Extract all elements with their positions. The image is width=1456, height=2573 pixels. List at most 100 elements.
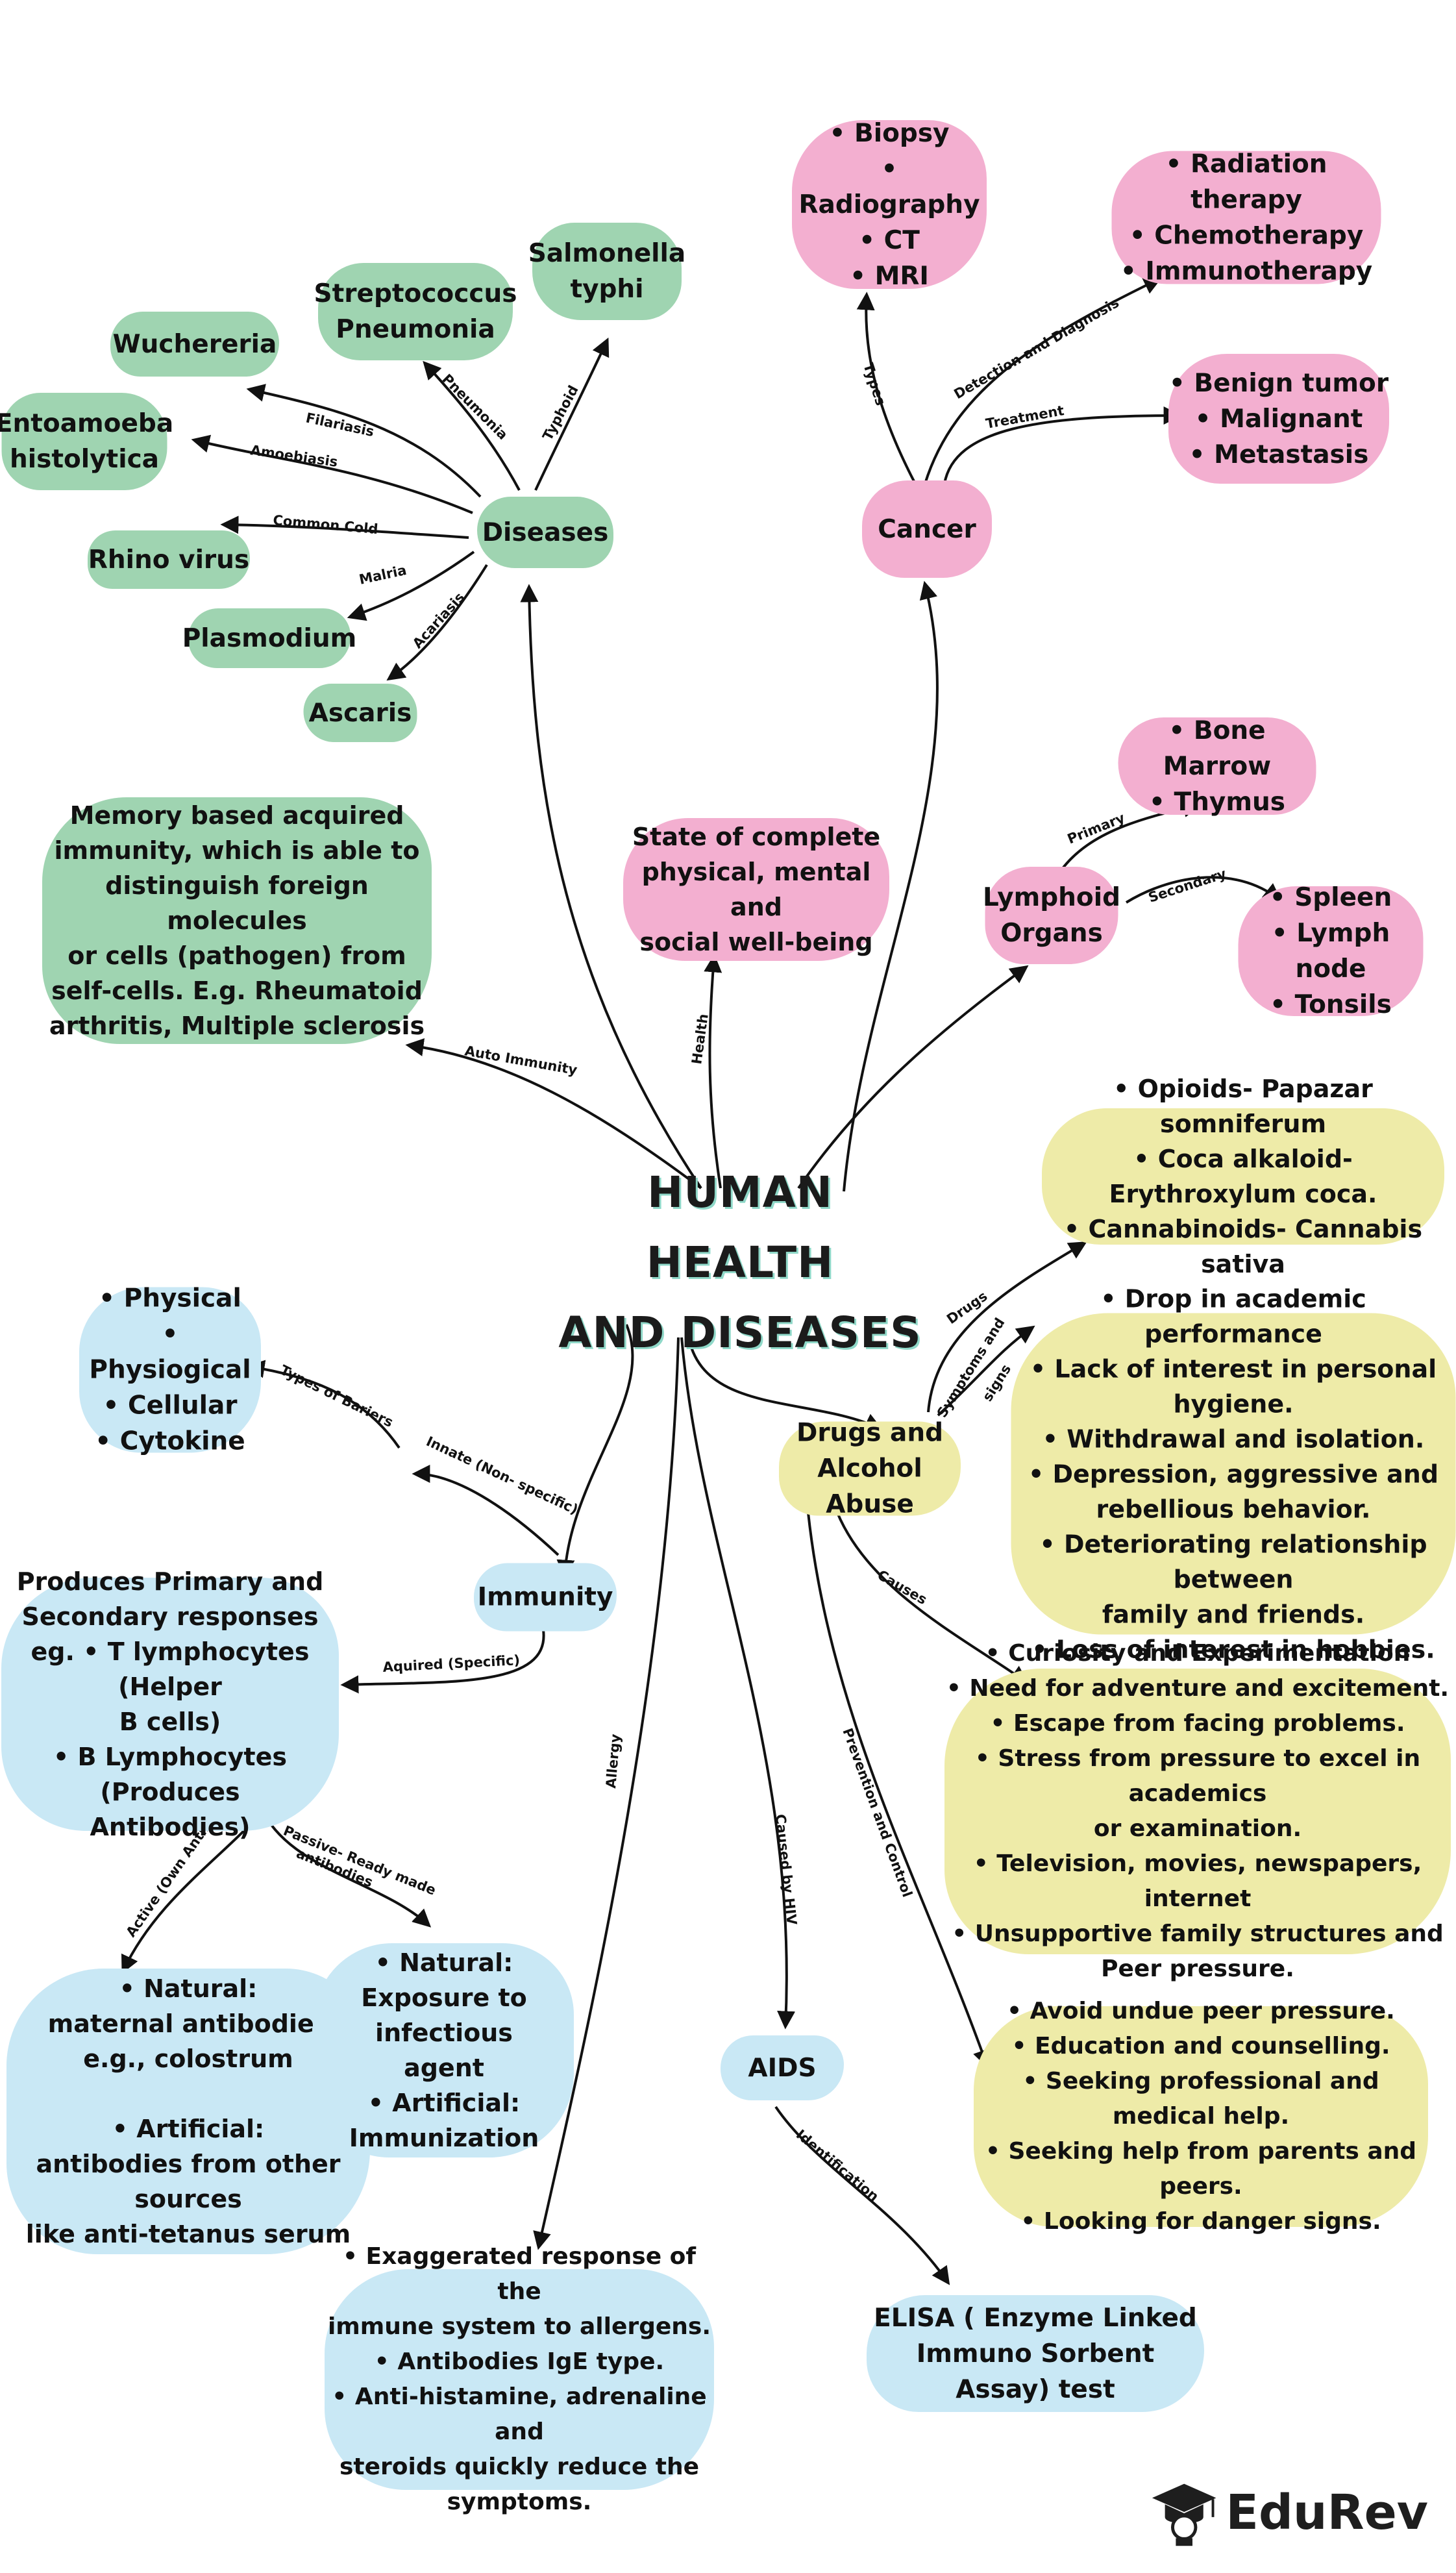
node-acquired-text: Produces Primary and Secondary responses… — [16, 1567, 324, 1841]
edge-amoebiasis — [191, 434, 473, 514]
node-plasmodium-text: Plasmodium — [182, 623, 357, 653]
edge-filariasis — [246, 384, 482, 498]
edge-malria — [347, 551, 475, 621]
label-prevention: Prevention and Control — [839, 1726, 915, 1900]
edge-acariasis — [386, 564, 488, 681]
edge-aquired — [340, 1622, 545, 1694]
node-barriers: • Physical • Physiogical • Cellular • Cy… — [79, 1284, 261, 1456]
node-aids: AIDS — [721, 2035, 844, 2100]
node-ascaris-text: Ascaris — [308, 698, 412, 728]
node-drugs-alcohol: Drugs and Alcohol Abuse — [779, 1419, 961, 1519]
edge-innate — [412, 1465, 560, 1556]
node-lymphoid: Lymphoid Organs — [982, 867, 1121, 964]
label-filariasis: Filariasis — [304, 410, 375, 440]
edge-auto-immunity — [405, 1038, 702, 1189]
label-typhoid: Typhoid — [539, 383, 581, 443]
node-ascaris: Ascaris — [303, 684, 417, 742]
edge-drugs — [687, 1334, 883, 1431]
edge-immunity — [556, 1324, 634, 1578]
node-drugs-list: • Opioids- Papazar somniferum • Coca alk… — [1042, 1075, 1444, 1278]
node-streptococcus-text: Streptococcus Pneumonia — [314, 279, 517, 344]
edurev-logo: EduRev — [1149, 2474, 1428, 2552]
node-streptococcus: Streptococcus Pneumonia — [314, 263, 517, 360]
node-entoamoeba-text: Entoamoeba histolytica — [0, 409, 174, 474]
node-allergy-text: • Exaggerated response of the immune sys… — [327, 2243, 711, 2515]
node-active-text: • Natural: maternal antibodies e.g., col… — [25, 1974, 351, 2248]
label-innate: Innate (Non- specific) — [424, 1434, 580, 1518]
node-spleen-list-text: • Spleen • Lymph node • Tonsils — [1269, 883, 1392, 1019]
node-cancer-text: Cancer — [878, 514, 976, 544]
node-types-list: • Biopsy • Radiography • CT • MRI — [792, 119, 987, 291]
label-caused-hiv: Caused by HIV — [772, 1813, 800, 1926]
label-health: Health — [689, 1013, 711, 1065]
node-therapy-list-text: • Radiation therapy • Chemotherapy • Imm… — [1120, 149, 1373, 286]
edge-common-cold — [220, 516, 469, 539]
node-acquired: Produces Primary and Secondary responses… — [1, 1567, 339, 1841]
node-rhino-virus: Rhino virus — [88, 530, 250, 589]
node-salmonella-text: Salmonella typhi — [528, 239, 686, 304]
node-bone-thymus-text: • Bone Marrow • Thymus — [1149, 715, 1285, 817]
node-spleen-list: • Spleen • Lymph node • Tonsils — [1238, 883, 1424, 1019]
node-symptoms: • Drop in academic performance • Lack of… — [1011, 1284, 1456, 1663]
node-elisa: ELISA ( Enzyme Linked Immuno Sorbent Ass… — [867, 2295, 1204, 2412]
edge-drugs-list — [927, 1241, 1087, 1413]
edge-caused-hiv — [680, 1337, 796, 2030]
edge-passive — [262, 1811, 432, 1928]
node-entoamoeba: Entoamoeba histolytica — [0, 393, 173, 490]
edge-health — [704, 954, 722, 1189]
node-drugs-alcohol-text: Drugs and Alcohol Abuse — [796, 1418, 944, 1519]
node-rhino-virus-text: Rhino virus — [88, 545, 250, 575]
node-causes: • Curiosity and Experimentation • Need f… — [944, 1640, 1451, 1982]
label-detection: Detection and Diagnosis — [952, 295, 1122, 402]
node-prevention-text: • Avoid undue peer pressure. • Education… — [985, 1998, 1417, 2235]
central-title: HUMAN HEALTH AND DISEASES — [558, 1167, 922, 1358]
node-bone-thymus: • Bone Marrow • Thymus — [1118, 716, 1316, 817]
node-aids-text: AIDS — [748, 2053, 817, 2083]
node-causes-text: • Curiosity and Experimentation • Need f… — [946, 1640, 1450, 1982]
brand-name: EduRev — [1226, 2485, 1428, 2541]
node-symptoms-text: • Drop in academic performance • Lack of… — [1028, 1284, 1439, 1663]
node-immunity: Immunity — [474, 1563, 617, 1632]
node-autoimmunity-text: Memory based acquired immunity, which is… — [49, 801, 425, 1040]
label-auto-immunity: Auto Immunity — [463, 1043, 578, 1078]
node-elisa-text: ELISA ( Enzyme Linked Immuno Sorbent Ass… — [874, 2303, 1197, 2404]
edge-diseases — [520, 584, 702, 1189]
label-identification: Identification — [793, 2126, 882, 2204]
label-aquired: Aquired (Specific) — [382, 1652, 521, 1675]
node-passive-text: • Natural: Exposure to infectious agent … — [349, 1948, 539, 2152]
label-causes: Causes — [875, 1567, 930, 1608]
edge-cancer — [843, 580, 939, 1192]
label-types: Types — [860, 361, 889, 407]
edge-types-barriers — [246, 1360, 401, 1449]
central-title-text: HUMAN HEALTH AND DISEASES — [558, 1167, 922, 1358]
node-tumor-list-text: • Benign tumor • Malignant • Metastasis — [1168, 368, 1389, 469]
node-lymphoid-text: Lymphoid Organs — [982, 883, 1121, 948]
node-active: • Natural: maternal antibodies e.g., col… — [6, 1969, 370, 2254]
edge-symptoms — [937, 1325, 1035, 1417]
node-tumor-list: • Benign tumor • Malignant • Metastasis — [1168, 354, 1389, 484]
node-health: State of complete physical, mental and s… — [623, 818, 889, 961]
node-immunity-text: Immunity — [477, 1582, 613, 1612]
label-acariasis: Acariasis — [410, 590, 467, 651]
node-allergy: • Exaggerated response of the immune sys… — [325, 2243, 714, 2515]
edge-types — [856, 292, 917, 484]
edge-identification — [774, 2106, 950, 2285]
node-plasmodium: Plasmodium — [182, 608, 356, 668]
edge-pneumonia — [423, 360, 521, 491]
label-types-barriers: Types of Bariers — [278, 1362, 396, 1430]
edge-prevention — [807, 1512, 991, 2069]
edge-causes — [836, 1512, 1029, 1684]
edge-secondary — [1125, 876, 1282, 904]
node-therapy-list: • Radiation therapy • Chemotherapy • Imm… — [1111, 149, 1381, 286]
graduation-cap-icon — [1152, 2483, 1216, 2546]
node-barriers-text: • Physical • Physiogical • Cellular • Cy… — [89, 1284, 251, 1456]
edge-lymphoid — [797, 965, 1029, 1189]
node-wuchereria-text: Wuchereria — [112, 329, 277, 359]
label-allergy: Allergy — [603, 1733, 623, 1789]
label-drugs: Drugs — [944, 1288, 990, 1327]
node-prevention: • Avoid undue peer pressure. • Education… — [974, 1998, 1428, 2235]
node-health-text: State of complete physical, mental and s… — [632, 823, 881, 956]
edge-allergy — [533, 1337, 680, 2250]
edge-treatment — [943, 406, 1182, 484]
